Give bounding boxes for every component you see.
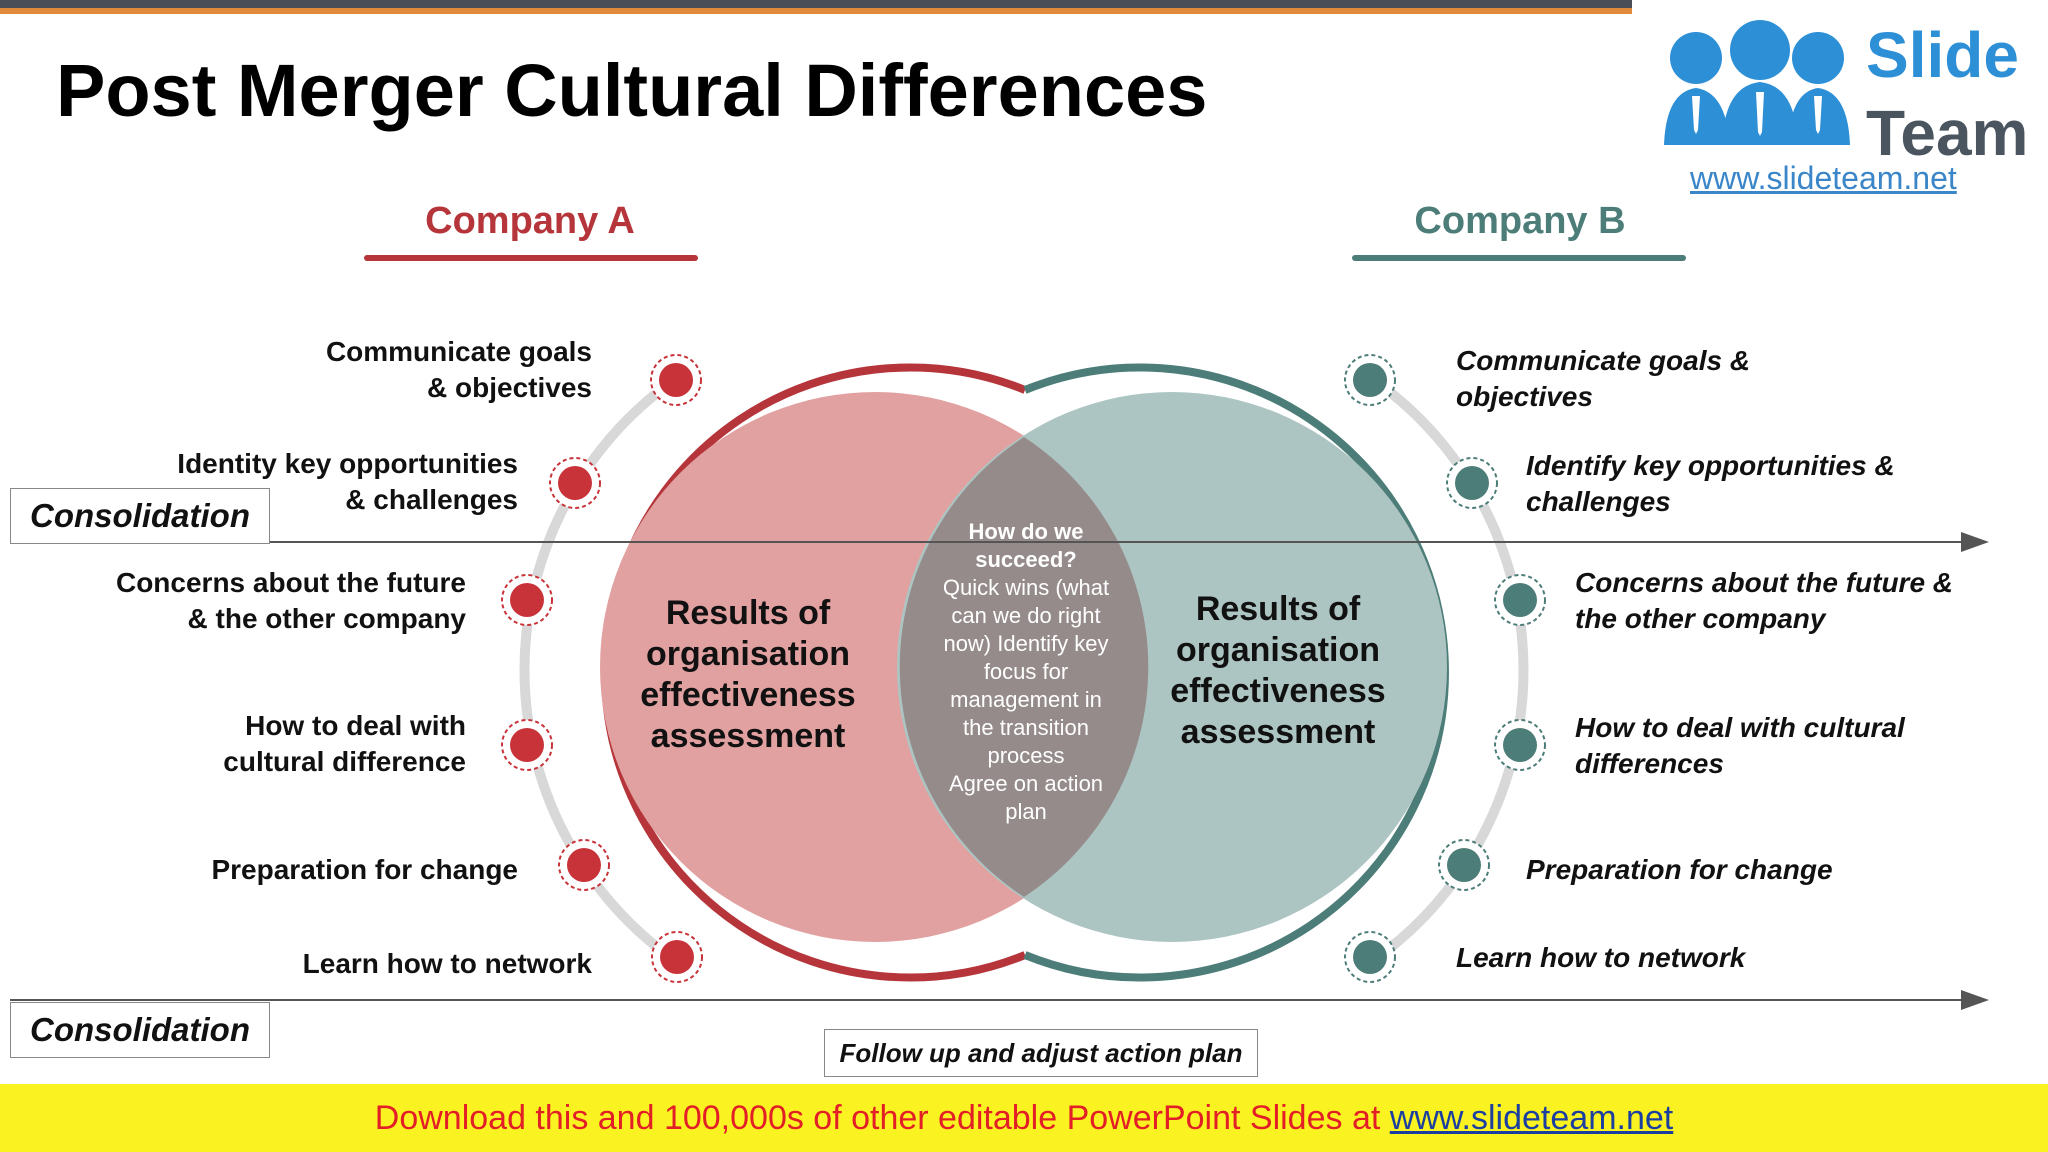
company-b-dot-3 (1494, 574, 1546, 626)
logo-url-link[interactable]: www.slideteam.net (1690, 160, 1957, 196)
follow-up-box: Follow up and adjust action plan (824, 1029, 1258, 1077)
company-b-dot-1 (1344, 354, 1396, 406)
company-a-outer-arc (519, 375, 677, 965)
company-a-item-2: Identity key opportunities & challenges (177, 448, 518, 515)
consolidation-box-2: Consolidation (10, 1002, 270, 1058)
company-b-title: Company B (1414, 200, 1626, 242)
overlap-body: Quick wins (what can we do right now) Id… (942, 575, 1110, 824)
overlap-question: How do we succeed? (968, 519, 1084, 572)
company-a-title: Company A (425, 200, 635, 242)
top-bar (0, 0, 1632, 8)
company-a-item-1: Communicate goals & objectives (325, 336, 592, 403)
overlap-region (899, 437, 1149, 897)
overlap-text: How do we succeed? Quick wins (what can … (900, 518, 1152, 826)
logo-word-team: Team (1866, 97, 2029, 169)
company-a-dot-6 (651, 931, 703, 983)
company-a-dot-1 (650, 354, 702, 406)
logo-word-slide: Slide (1866, 19, 2019, 91)
company-b-dot-6 (1344, 931, 1396, 983)
company-b-item-3: Concerns about the future & the other co… (1575, 567, 1954, 634)
company-b-item-4: How to deal with cultural differences (1575, 712, 1905, 779)
download-banner-text: Download this and 100,000s of other edit… (0, 1084, 2048, 1152)
company-a-item-5: Preparation for change (211, 854, 518, 885)
company-b-item-6: Learn how to network (1456, 942, 1746, 973)
company-b-dot-2 (1446, 457, 1498, 509)
people-icon (1664, 20, 1850, 145)
company-a-dot-5 (558, 839, 610, 891)
company-a-circle-text: Results of organisation effectiveness as… (640, 594, 856, 755)
top-accent-bar (0, 8, 1632, 14)
company-b-item-5: Preparation for change (1526, 854, 1833, 885)
banner-message: Download this and 100,000s of other edit… (374, 1099, 1390, 1137)
company-a-underline (364, 255, 698, 261)
company-b-item-1: Communicate goals & objectives (1456, 345, 1751, 412)
company-b-dot-5 (1438, 839, 1490, 891)
consolidation-box-1: Consolidation (10, 488, 270, 544)
company-a-item-6: Learn how to network (302, 948, 592, 979)
slideteam-logo: Slide Team (1638, 0, 2048, 196)
company-a-item-3: Concerns about the future & the other co… (115, 567, 466, 634)
slide-title: Post Merger Cultural Differences (56, 49, 1208, 132)
company-b-item-2: Identify key opportunities & challenges (1526, 450, 1895, 517)
company-b-outer-arc (1371, 375, 1529, 965)
company-a-item-4: How to deal with cultural difference (223, 710, 466, 777)
company-a-dot-3 (501, 574, 553, 626)
company-b-dot-4 (1494, 719, 1546, 771)
company-b-underline (1352, 255, 1686, 261)
company-a-dot-2 (549, 457, 601, 509)
download-banner (0, 1084, 2048, 1152)
company-a-dot-4 (501, 719, 553, 771)
banner-link[interactable]: www.slideteam.net (1389, 1099, 1674, 1137)
company-b-circle-text: Results of organisation effectiveness as… (1170, 590, 1386, 751)
